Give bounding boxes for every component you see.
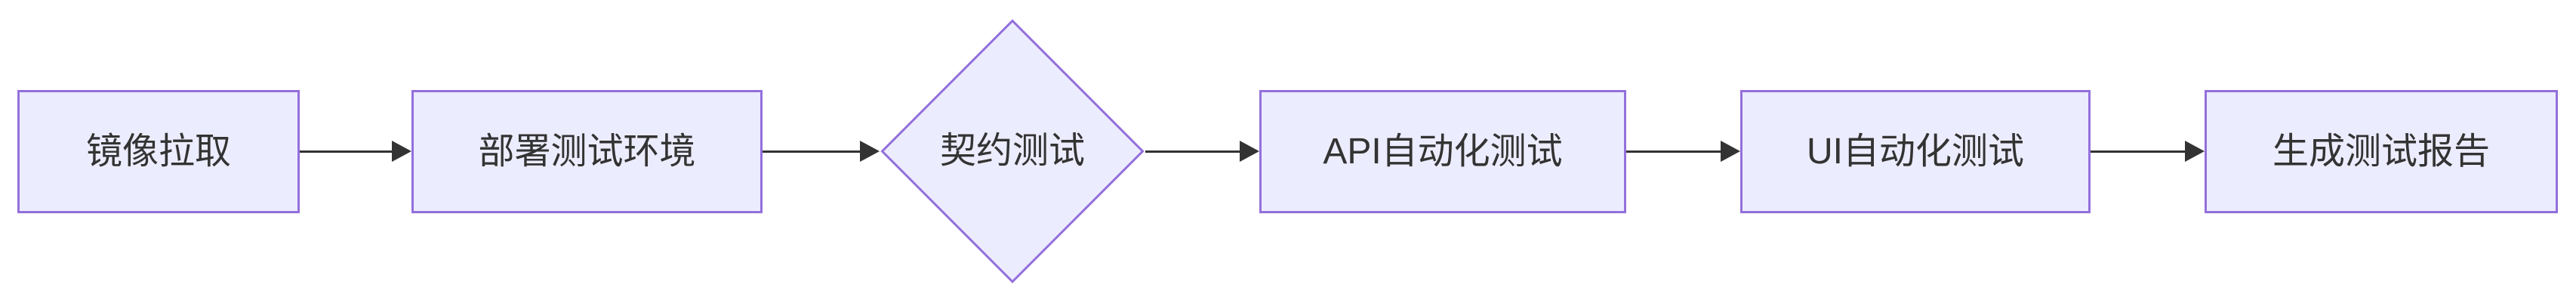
arrowhead-icon [2185, 141, 2205, 162]
node-deploy-test-env-label: 部署测试环境 [478, 131, 696, 172]
arrowhead-icon [1721, 141, 1740, 162]
edge-image-pull-to-deploy [300, 150, 393, 153]
node-contract-test: 契约测试 [880, 17, 1145, 285]
node-ui-auto-test-label: UI自动化测试 [1806, 131, 2024, 172]
edge-contract-to-api [1145, 150, 1241, 153]
node-ui-auto-test: UI自动化测试 [1740, 90, 2091, 213]
node-gen-test-report-label: 生成测试报告 [2272, 131, 2490, 172]
node-api-auto-test: API自动化测试 [1259, 90, 1626, 213]
arrowhead-icon [392, 141, 411, 162]
edge-ui-to-report [2091, 150, 2186, 153]
edge-deploy-to-contract [763, 150, 861, 153]
node-api-auto-test-label: API自动化测试 [1323, 131, 1563, 172]
node-deploy-test-env: 部署测试环境 [411, 90, 763, 213]
arrowhead-icon [1240, 141, 1259, 162]
node-image-pull-label: 镜像拉取 [85, 131, 231, 172]
edge-api-to-ui [1626, 150, 1722, 153]
node-contract-test-label: 契约测试 [939, 131, 1085, 172]
arrowhead-icon [860, 141, 880, 162]
node-image-pull: 镜像拉取 [17, 90, 300, 213]
node-gen-test-report: 生成测试报告 [2205, 90, 2558, 213]
